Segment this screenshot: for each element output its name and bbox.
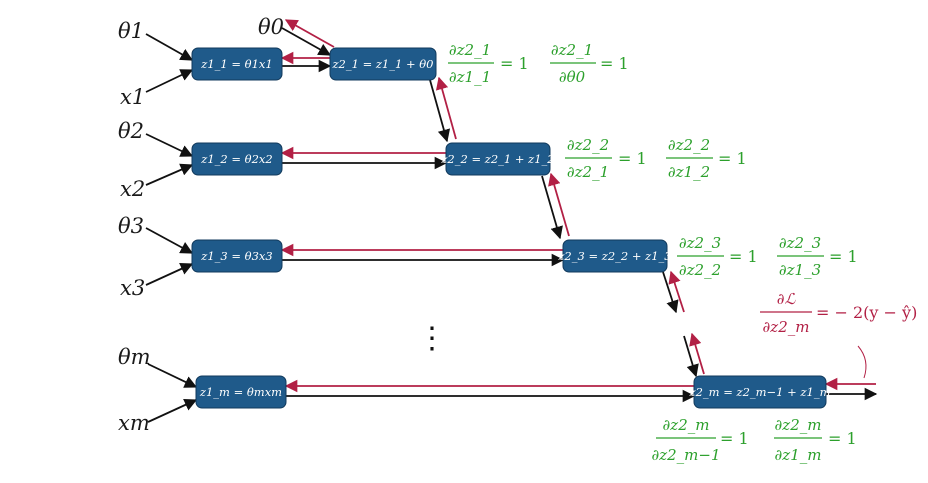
sum-node-2: z2_2 = z2_1 + z1_2 <box>440 142 555 176</box>
sum-node-1-label: z2_1 = z1_1 + θ0 <box>331 57 433 71</box>
partial-row-3-b: ∂z2_3 ∂z1_3 = 1 <box>777 234 858 279</box>
theta-0-label: θ0 <box>258 15 284 39</box>
partial-1a-num: ∂z2_1 <box>449 41 491 59</box>
arrow-theta1-to-mul1 <box>145 33 194 61</box>
partial-2b-val: = 1 <box>718 149 747 168</box>
partial-mb-val: = 1 <box>828 429 857 448</box>
partial-1a-val: = 1 <box>500 54 529 73</box>
arrow-xm-to-mulm <box>147 398 198 423</box>
theta-1-label: θ1 <box>118 19 144 43</box>
partial-row-1-a: ∂z2_1 ∂z1_1 = 1 <box>448 41 529 86</box>
partial-2b-den: ∂z1_2 <box>668 163 710 181</box>
mul-node-1: z1_1 = θ1x1 <box>191 47 283 81</box>
arrow-x2-to-mul2 <box>145 163 194 186</box>
partial-row-2-a: ∂z2_2 ∂z2_1 = 1 <box>565 136 647 181</box>
mul-node-2: z1_2 = θ2x2 <box>191 142 283 176</box>
rows-ellipsis: ⋮ <box>417 321 447 356</box>
partial-ma-den: ∂z2_m−1 <box>651 446 720 464</box>
arrow-theta3-to-mul3 <box>145 227 194 254</box>
arrow-prev-to-summ <box>683 335 699 378</box>
mul-node-m: z1_m = θmxm <box>195 375 287 409</box>
partial-1a-den: ∂z1_1 <box>449 68 491 86</box>
partial-row-2-b: ∂z2_2 ∂z1_2 = 1 <box>666 136 747 181</box>
grad-arrow-sum3-to-sum2 <box>548 172 570 237</box>
partial-3a-num: ∂z2_3 <box>679 234 721 252</box>
grad-arrow-next-to-sum3 <box>668 270 685 313</box>
partial-row-3-a: ∂z2_3 ∂z2_2 = 1 <box>677 234 758 279</box>
x-1-label: x1 <box>120 85 145 109</box>
theta-3-label: θ3 <box>118 214 144 238</box>
partial-3a-den: ∂z2_2 <box>679 261 721 279</box>
mul-node-3-label: z1_3 = θ3x3 <box>200 249 272 263</box>
mul-node-3: z1_3 = θ3x3 <box>191 239 283 273</box>
arrow-thetam-to-mulm <box>147 363 198 388</box>
mul-node-2-label: z1_2 = θ2x2 <box>200 152 272 166</box>
partial-ma-num: ∂z2_m <box>663 416 710 434</box>
partial-2a-num: ∂z2_2 <box>567 136 609 154</box>
loss-derivative-den: ∂z2_m <box>763 318 810 336</box>
grad-arrow-sum2-to-sum1 <box>435 76 457 140</box>
x-3-label: x3 <box>120 276 145 300</box>
partial-2a-den: ∂z2_1 <box>567 163 609 181</box>
arrow-x1-to-mul1 <box>145 69 194 93</box>
grad-arrow-summ-to-prev <box>689 332 705 375</box>
theta-m-label: θm <box>118 345 151 369</box>
partial-1b-num: ∂z2_1 <box>551 41 593 59</box>
sum-node-1: z2_1 = z1_1 + θ0 <box>329 47 437 81</box>
arrow-theta2-to-mul2 <box>145 133 194 157</box>
partial-2a-val: = 1 <box>618 149 647 168</box>
partial-row-m-b: ∂z2_m ∂z1_m = 1 <box>774 416 857 464</box>
partial-row-m-a: ∂z2_m ∂z2_m−1 = 1 <box>651 416 748 464</box>
mul-node-m-label: z1_m = θmxm <box>199 385 282 399</box>
partial-2b-num: ∂z2_2 <box>668 136 710 154</box>
loss-derivative: ∂ℒ ∂z2_m = − 2(y − ŷ) <box>760 290 917 336</box>
partial-row-1-b: ∂z2_1 ∂θ0 = 1 <box>550 41 629 86</box>
partial-ma-val: = 1 <box>720 429 749 448</box>
partial-mb-num: ∂z2_m <box>775 416 822 434</box>
sum-node-m-label: z2_m = z2_m−1 + z1_m <box>689 385 831 399</box>
mul-node-1-label: z1_1 = θ1x1 <box>200 57 272 71</box>
loss-derivative-num: ∂ℒ <box>777 290 797 308</box>
partial-3b-num: ∂z2_3 <box>779 234 821 252</box>
x-2-label: x2 <box>120 177 145 201</box>
sum-node-2-label: z2_2 = z2_1 + z1_2 <box>440 152 554 166</box>
arrow-sum3-to-next <box>662 271 679 314</box>
sum-node-3-label: z2_3 = z2_2 + z1_3 <box>557 249 671 263</box>
x-m-label: xm <box>118 411 150 435</box>
partial-3b-den: ∂z1_3 <box>779 261 821 279</box>
partial-1b-den: ∂θ0 <box>559 68 586 86</box>
arrow-x3-to-mul3 <box>145 262 194 286</box>
arrow-sum2-to-sum3 <box>541 175 563 240</box>
partial-3a-val: = 1 <box>729 247 758 266</box>
partial-3b-val: = 1 <box>829 247 858 266</box>
loss-callout-line <box>857 345 867 379</box>
arrow-sum1-to-sum2 <box>429 79 451 143</box>
grad-arrow-sum1-to-theta0 <box>284 19 335 48</box>
loss-derivative-val: = − 2(y − ŷ) <box>816 303 917 322</box>
arrow-theta0-to-sum1 <box>281 27 332 56</box>
partial-1b-val: = 1 <box>600 54 629 73</box>
sum-node-m: z2_m = z2_m−1 + z1_m <box>689 375 831 409</box>
partial-mb-den: ∂z1_m <box>775 446 822 464</box>
theta-2-label: θ2 <box>118 119 144 143</box>
sum-node-3: z2_3 = z2_2 + z1_3 <box>557 239 672 273</box>
